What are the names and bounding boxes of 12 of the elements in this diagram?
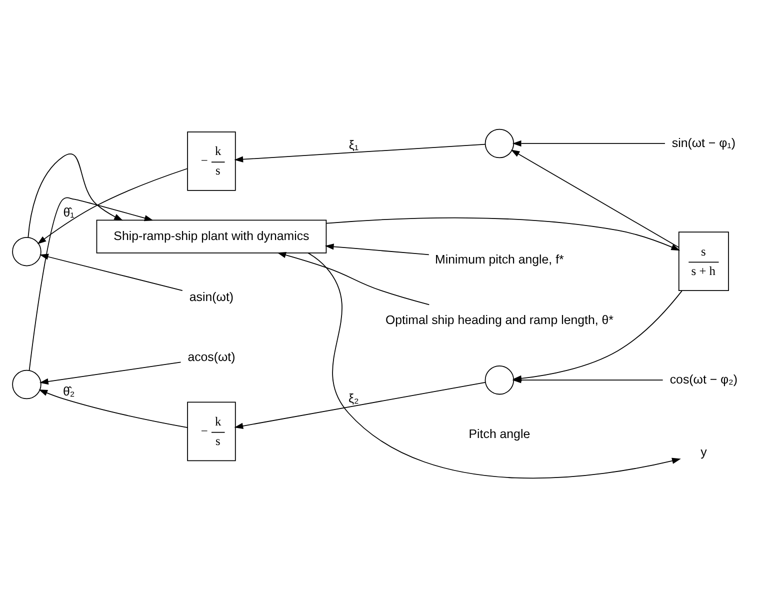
edge-label: θ̂₂ bbox=[62, 384, 75, 398]
node-text: acos(ωt) bbox=[188, 350, 236, 364]
node-text: asin(ωt) bbox=[189, 290, 234, 304]
edge-label: ξ₂ bbox=[348, 391, 359, 406]
node-text: sin(ωt − φ₁) bbox=[672, 136, 736, 150]
node-text: Optimal ship heading and ramp length, θ* bbox=[385, 312, 614, 327]
label: y bbox=[700, 445, 707, 460]
edge-label: θ̂₁ bbox=[63, 205, 74, 220]
edge-label: ξ₁ bbox=[348, 138, 359, 152]
edge-label: Pitch angle bbox=[468, 426, 530, 441]
node-text: Minimum pitch angle, f* bbox=[435, 252, 564, 267]
node-text: cos(ωt − φ₂) bbox=[670, 372, 738, 386]
